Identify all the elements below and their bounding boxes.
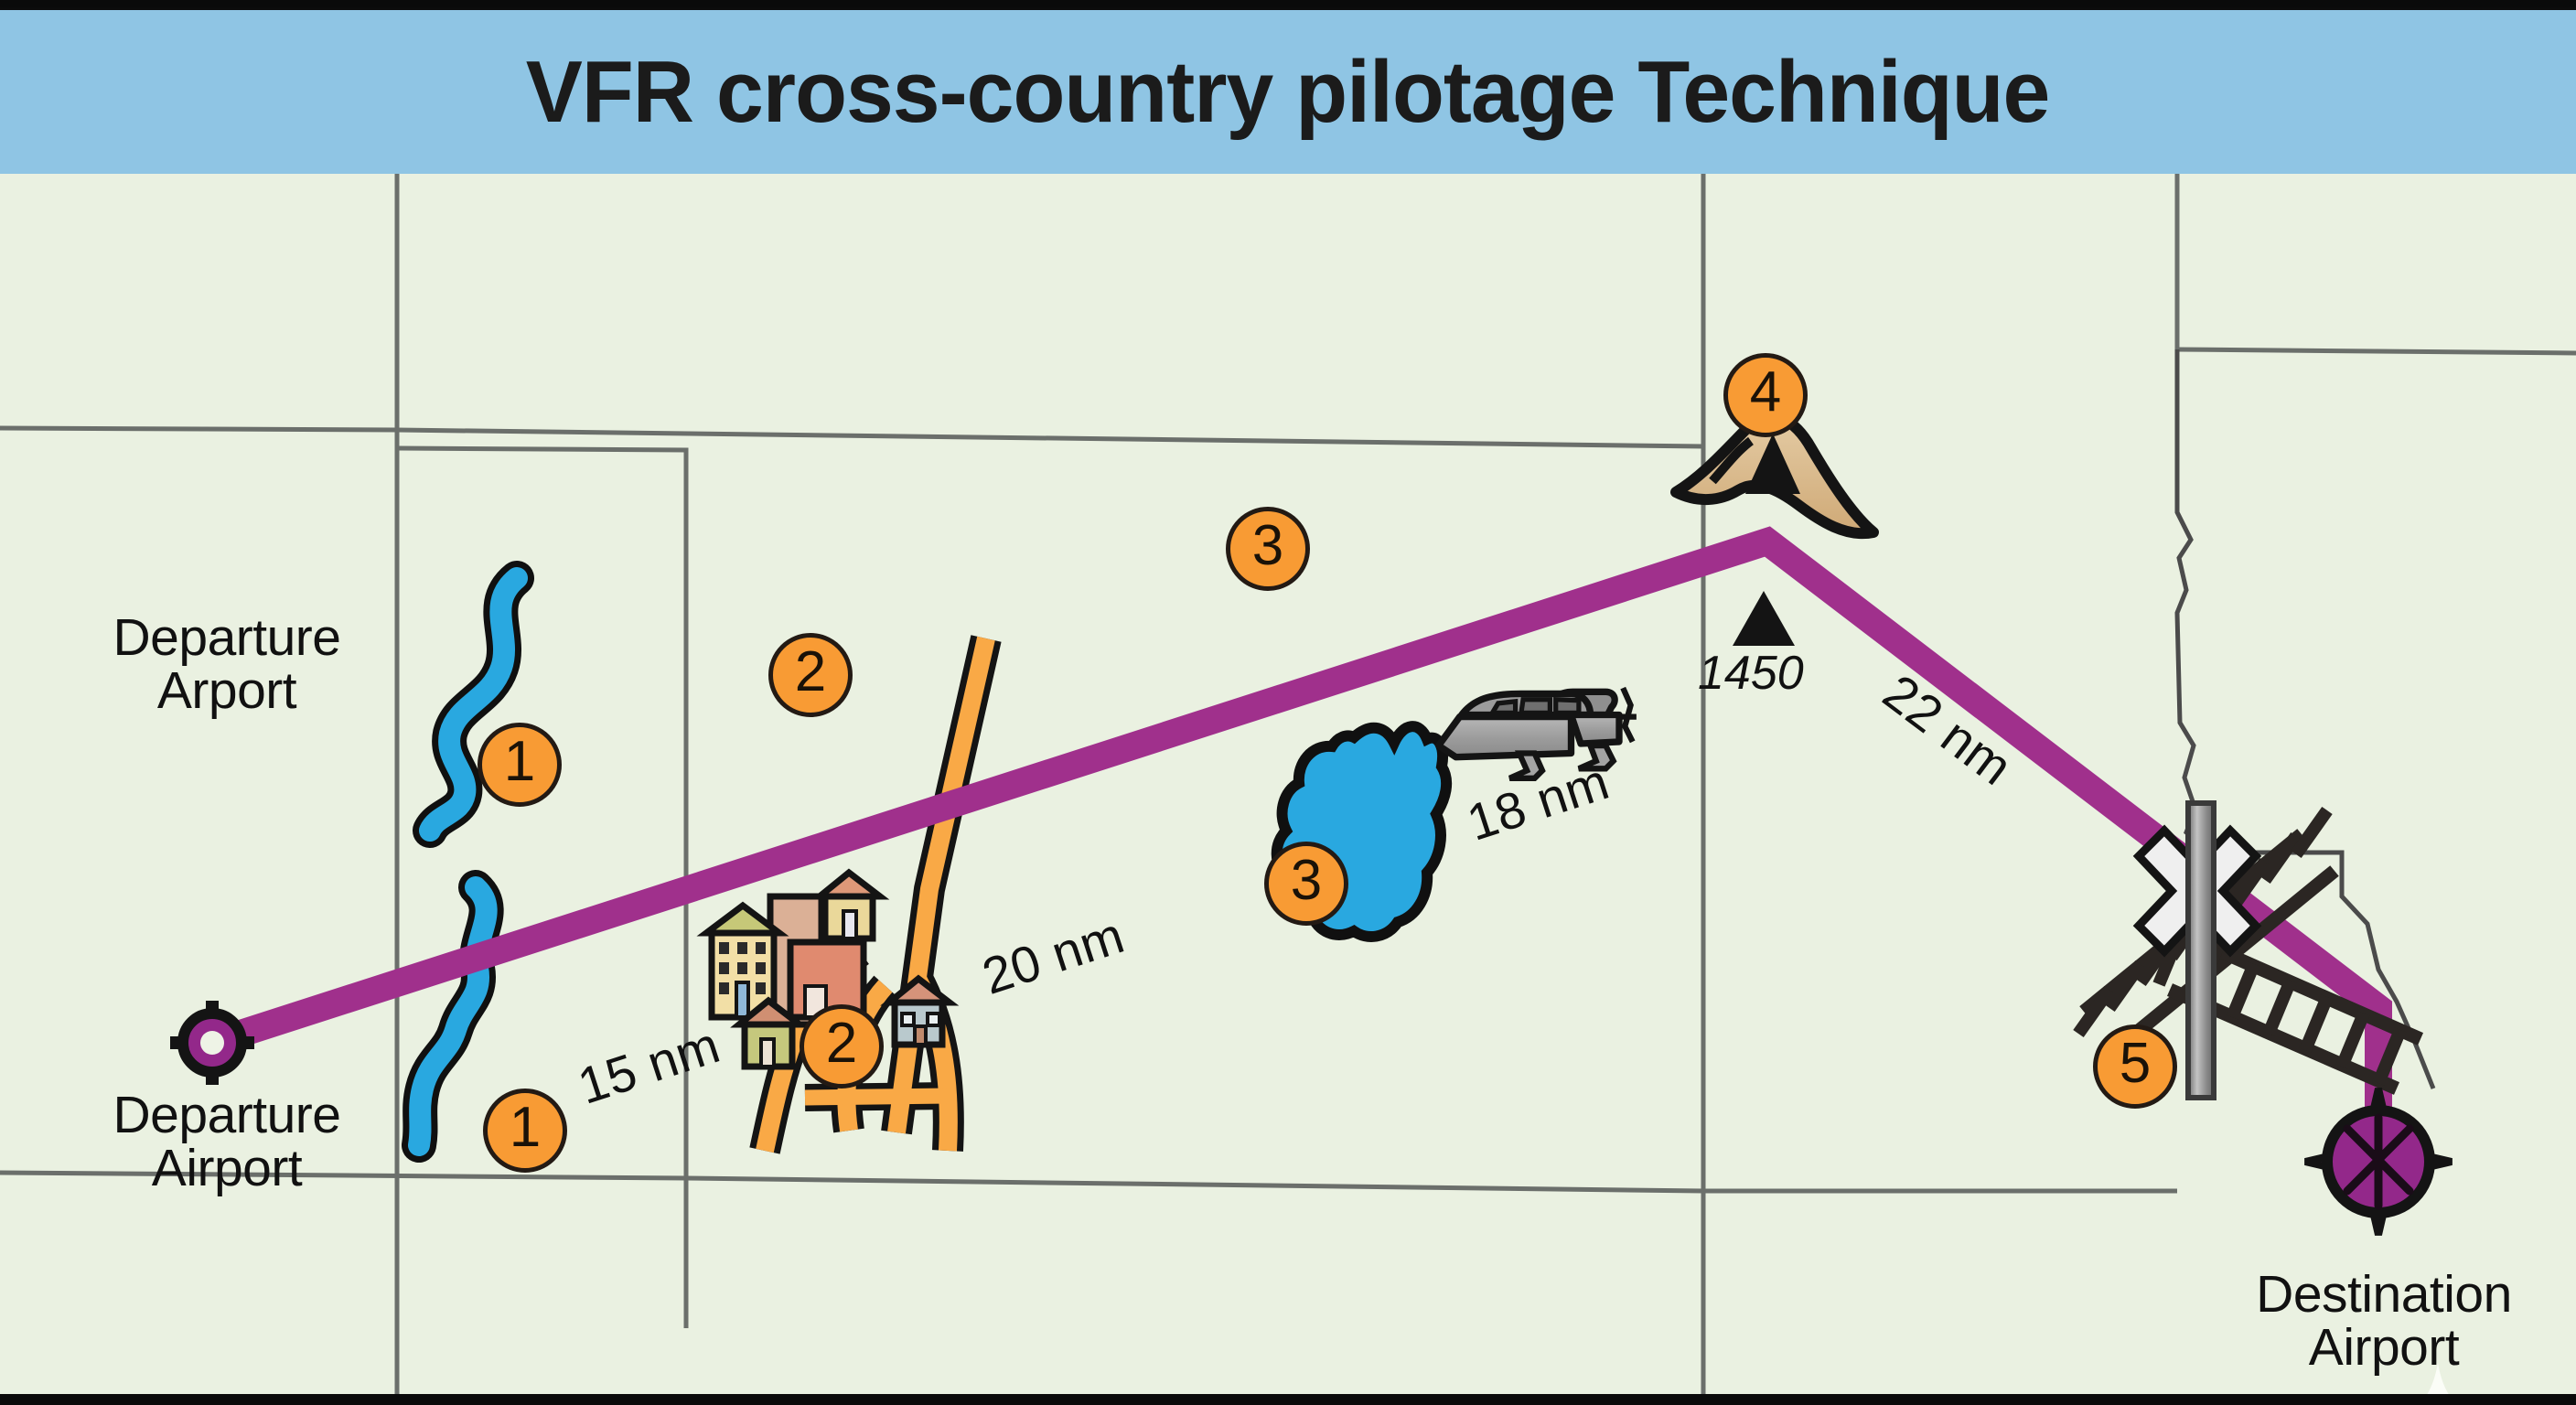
checkpoint-badge-5[interactable]: 5 (2093, 1024, 2177, 1109)
checkpoint-badge-2-above[interactable]: 2 (768, 633, 853, 717)
county-boundaries (0, 174, 2576, 1394)
aircraft-icon (1434, 686, 1637, 781)
destination-airport-label: Destination Airport (2256, 1265, 2512, 1378)
checkpoint-badge-1-below[interactable]: 1 (483, 1089, 567, 1173)
page-title: VFR cross-country pilotage Technique (526, 42, 2051, 141)
sparkle-icon (2427, 1363, 2449, 1394)
map-canvas: Departure Arport Departure Airport Desti… (0, 174, 2576, 1400)
river (402, 561, 534, 1163)
checkpoint-badge-3-below[interactable]: 3 (1264, 842, 1348, 926)
checkpoint-badge-2-below[interactable]: 2 (800, 1004, 884, 1089)
checkpoint-badge-3-above[interactable]: 3 (1226, 507, 1310, 591)
departure-airport-label-bottom: Departure Airport (113, 1086, 341, 1198)
map-graphics (0, 174, 2576, 1394)
peak-elevation-label: 1450 (1698, 647, 1804, 700)
town-buildings (696, 868, 960, 1070)
title-banner: VFR cross-country pilotage Technique (0, 7, 2576, 174)
checkpoint-badge-1-above[interactable]: 1 (478, 723, 562, 807)
checkpoint-badge-4[interactable]: 4 (1723, 353, 1808, 437)
peak-elevation-triangle (1733, 591, 1795, 646)
tower-post-icon (2185, 800, 2216, 1100)
departure-airport-label-top: Departure Arport (113, 608, 341, 721)
destination-airport-symbol (2304, 1088, 2453, 1236)
departure-airport-symbol (170, 1001, 254, 1085)
